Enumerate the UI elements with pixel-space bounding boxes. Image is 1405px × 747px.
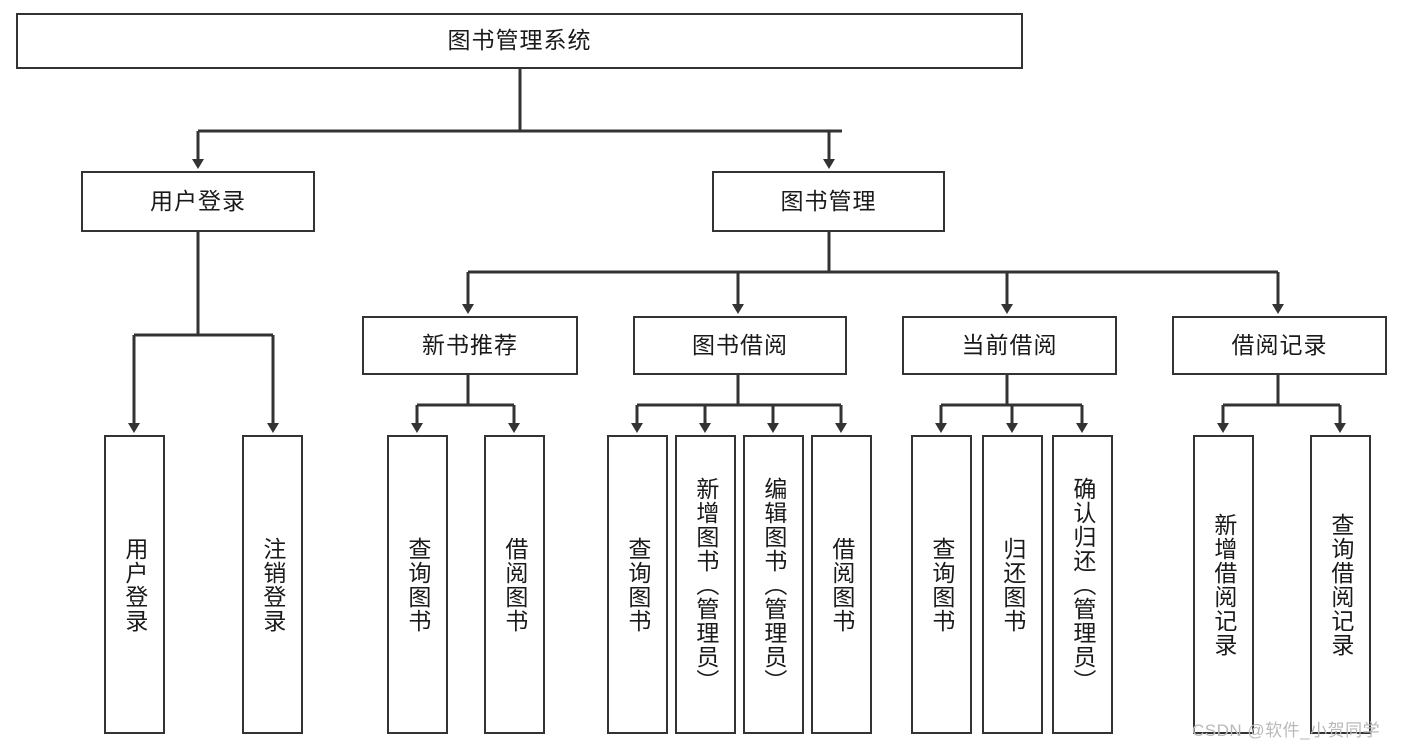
node-current-borrow[interactable]: 当前借阅 [902,316,1117,375]
node-leaf-query-book-borrow-label: 查询图书 [624,536,651,633]
node-leaf-add-book-label: 新增图书（管理员） [692,476,719,693]
node-leaf-borrow-book[interactable]: 借阅图书 [811,435,872,734]
node-user-login-label: 用户登录 [150,187,246,214]
node-leaf-query-book-current-label: 查询图书 [928,536,955,633]
node-leaf-add-book[interactable]: 新增图书（管理员） [675,435,736,734]
node-leaf-query-borrow-record[interactable]: 查询借阅记录 [1310,435,1371,734]
node-leaf-query-book-current[interactable]: 查询图书 [911,435,972,734]
node-root-label: 图书管理系统 [447,27,592,54]
node-user-login[interactable]: 用户登录 [81,171,315,232]
node-leaf-query-book-recommend[interactable]: 查询图书 [387,435,448,734]
node-current-borrow-label: 当前借阅 [961,331,1058,358]
node-root[interactable]: 图书管理系统 [16,13,1023,69]
node-new-book-recommend-label: 新书推荐 [422,331,518,358]
node-leaf-user-login[interactable]: 用户登录 [104,435,165,734]
node-book-management-label: 图书管理 [780,187,877,214]
node-leaf-query-book-borrow[interactable]: 查询图书 [607,435,668,734]
node-leaf-borrow-book-label: 借阅图书 [828,536,855,633]
node-leaf-query-book-recommend-label: 查询图书 [404,536,431,633]
node-leaf-query-borrow-record-label: 查询借阅记录 [1327,512,1354,657]
node-leaf-return-book-label: 归还图书 [999,536,1026,633]
node-leaf-confirm-return-label: 确认归还（管理员） [1069,476,1096,693]
node-book-borrow-label: 图书借阅 [692,331,788,358]
node-leaf-user-login-label: 用户登录 [121,536,148,633]
node-leaf-return-book[interactable]: 归还图书 [982,435,1043,734]
node-leaf-edit-book[interactable]: 编辑图书（管理员） [743,435,804,734]
node-leaf-borrow-book-recommend-label: 借阅图书 [501,536,528,633]
csdn-watermark: CSDN @软件_小贺同学 [1192,721,1381,740]
node-book-borrow[interactable]: 图书借阅 [633,316,847,375]
node-leaf-add-borrow-record[interactable]: 新增借阅记录 [1193,435,1254,734]
node-leaf-borrow-book-recommend[interactable]: 借阅图书 [484,435,545,734]
node-book-management[interactable]: 图书管理 [712,171,945,232]
node-borrow-record[interactable]: 借阅记录 [1172,316,1387,375]
node-leaf-edit-book-label: 编辑图书（管理员） [760,476,787,693]
node-leaf-add-borrow-record-label: 新增借阅记录 [1210,512,1237,657]
node-leaf-logout[interactable]: 注销登录 [242,435,303,734]
node-leaf-confirm-return[interactable]: 确认归还（管理员） [1052,435,1113,734]
node-leaf-logout-label: 注销登录 [259,536,286,633]
node-borrow-record-label: 借阅记录 [1231,331,1328,358]
node-new-book-recommend[interactable]: 新书推荐 [362,316,578,375]
